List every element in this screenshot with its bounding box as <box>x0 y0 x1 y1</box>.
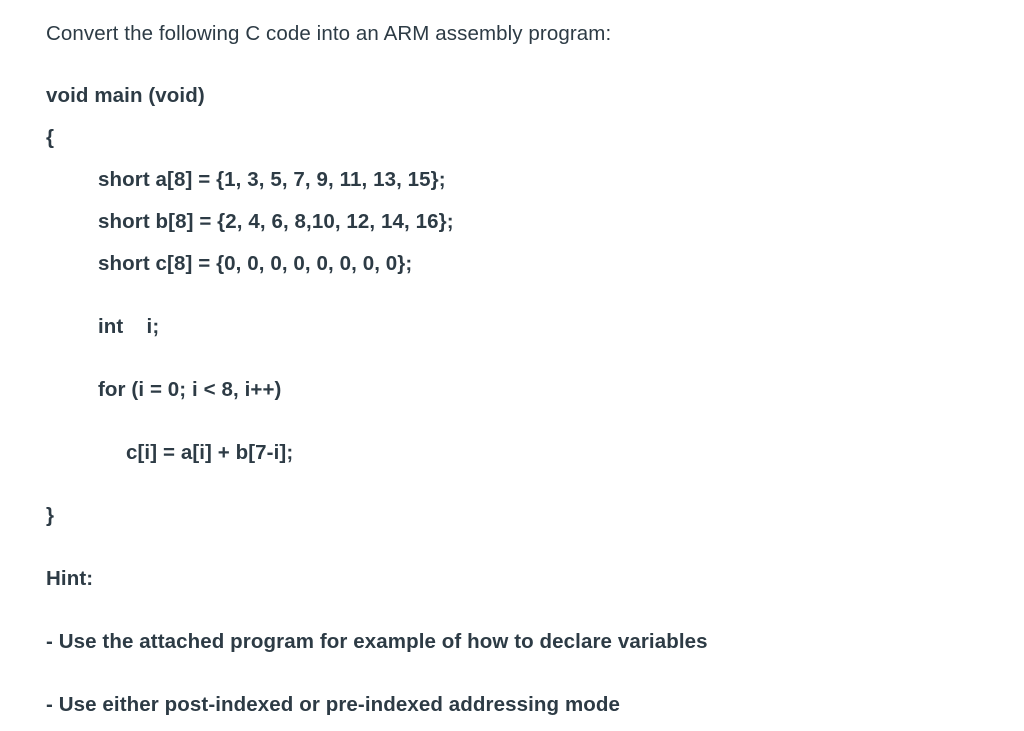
hint-item-declare-variables: - Use the attached program for example o… <box>46 630 708 653</box>
code-line-declare-i: int i; <box>98 315 160 338</box>
code-line-function-signature: void main (void) <box>46 84 205 107</box>
hint-item-addressing-mode: - Use either post-indexed or pre-indexed… <box>46 693 621 716</box>
code-line-declare-a: short a[8] = {1, 3, 5, 7, 9, 11, 13, 15}… <box>98 168 446 191</box>
code-line-open-brace: { <box>46 126 55 149</box>
hint-label: Hint: <box>46 567 94 590</box>
code-line-for-statement: for (i = 0; i < 8, i++) <box>98 378 282 401</box>
code-line-declare-c: short c[8] = {0, 0, 0, 0, 0, 0, 0, 0}; <box>98 252 413 275</box>
code-declarations-group: short a[8] = {1, 3, 5, 7, 9, 11, 13, 15}… <box>0 159 1024 285</box>
intro-paragraph: Convert the following C code into an ARM… <box>46 22 612 45</box>
code-line-declare-b: short b[8] = {2, 4, 6, 8,10, 12, 14, 16}… <box>98 210 454 233</box>
code-line-loop-body: c[i] = a[i] + b[7-i]; <box>126 441 294 464</box>
code-line-close-brace: } <box>46 504 55 527</box>
code-signature-group: void main (void) { <box>0 75 1024 159</box>
